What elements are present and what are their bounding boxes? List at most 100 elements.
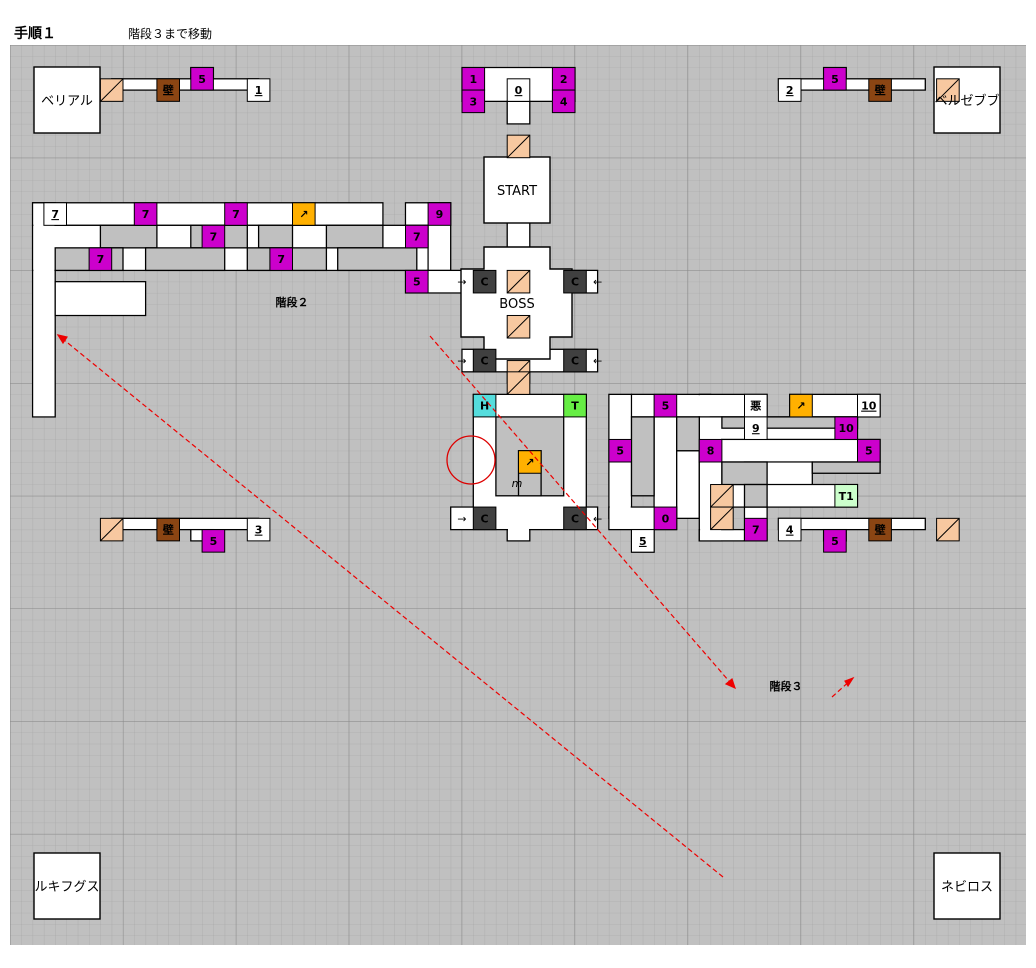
tile-stair[interactable] <box>789 393 813 418</box>
tile-treasure[interactable] <box>563 393 587 418</box>
tile-stair-label: ↗ <box>796 400 805 413</box>
tile-gate[interactable] <box>563 269 587 294</box>
tile-warp[interactable] <box>857 438 881 463</box>
door-layer <box>99 78 960 542</box>
gate-direction-arrow: ← <box>593 276 602 289</box>
tile-warp[interactable] <box>133 202 158 226</box>
room-nebiros[interactable] <box>933 852 1001 920</box>
tile-heal-label: H <box>480 400 489 413</box>
floor-fill <box>112 519 258 529</box>
tile-heal[interactable] <box>472 393 497 418</box>
floor-fill <box>677 451 699 518</box>
floor-fill <box>700 440 880 462</box>
tile-wall-label: 壁 <box>875 83 886 97</box>
tile-num[interactable] <box>506 78 531 102</box>
tile-warp[interactable] <box>190 67 214 91</box>
tile-num[interactable] <box>631 529 655 553</box>
floor-fill <box>56 282 145 315</box>
tile-warp-label: 5 <box>210 535 218 548</box>
tile-warp[interactable] <box>201 529 226 553</box>
tile-warp[interactable] <box>608 438 633 463</box>
tile-warp-label: 5 <box>831 73 839 86</box>
wall-block <box>99 224 158 249</box>
tile-wall[interactable] <box>156 78 180 102</box>
tile-stair-label: ↗ <box>299 208 308 221</box>
tile-warp[interactable] <box>834 416 859 440</box>
tile-warp[interactable] <box>224 202 248 226</box>
floor-fill <box>779 519 925 529</box>
route-arrowhead-2 <box>56 334 68 345</box>
gate-direction-arrow: → <box>457 276 466 289</box>
tile-gate[interactable] <box>472 506 497 531</box>
tile-num-label: 0 <box>515 84 523 97</box>
tile-gate[interactable] <box>472 269 497 294</box>
gate-direction-arrow: → <box>457 355 466 368</box>
route-line-9-to-stairs3 <box>429 335 736 689</box>
tile-num[interactable] <box>857 393 881 418</box>
room-lucifugus[interactable] <box>33 852 101 920</box>
tile-wall[interactable] <box>868 517 892 542</box>
room-start-label: START <box>497 184 537 199</box>
tile-num[interactable] <box>246 78 271 102</box>
route-arrowhead-3 <box>844 676 855 688</box>
arrow-layer: →←→←→← <box>457 276 602 526</box>
tile-num[interactable] <box>777 78 802 102</box>
current-position-marker <box>446 435 496 485</box>
tile-warp-label: 1 <box>469 73 477 86</box>
tile-warp-label: 7 <box>413 231 421 244</box>
tile-num[interactable] <box>43 202 68 226</box>
tile-warp[interactable] <box>201 224 226 249</box>
tile-stair[interactable] <box>292 202 316 226</box>
tile-warp[interactable] <box>551 89 576 114</box>
header: 手順１ 階段３まで移動 <box>0 0 1036 44</box>
tile-warp-label: 10 <box>839 422 855 435</box>
step-title: 手順１ <box>14 26 56 42</box>
door-diagonal <box>710 506 734 530</box>
wall-block <box>325 224 384 249</box>
tile-wall[interactable] <box>156 517 180 542</box>
tile-warp-label: 7 <box>210 231 218 244</box>
tile-warp[interactable] <box>823 67 847 91</box>
tile-gate[interactable] <box>472 348 497 373</box>
m-label: m <box>512 477 523 490</box>
tile-num[interactable] <box>744 416 768 440</box>
tile-warp[interactable] <box>427 202 452 226</box>
room-start[interactable] <box>483 156 551 224</box>
floor-fill <box>33 203 383 225</box>
tile-warp[interactable] <box>88 247 113 271</box>
tile-warp[interactable] <box>269 247 293 271</box>
wall-block <box>676 416 700 452</box>
tile-warp[interactable] <box>823 529 847 553</box>
tile-warp-label: 5 <box>831 535 839 548</box>
tile-warp[interactable] <box>461 89 486 114</box>
tile-num[interactable] <box>777 517 802 542</box>
tile-warp[interactable] <box>653 393 678 418</box>
tile-warp[interactable] <box>405 224 429 249</box>
tile-gate-label: C <box>571 512 579 525</box>
tile-gate-label: C <box>481 512 489 525</box>
tile-warp[interactable] <box>744 517 768 542</box>
tile-num[interactable] <box>246 517 271 542</box>
room-lucifugus-label: ルキフグス <box>34 880 99 895</box>
tile-warp-label: 7 <box>142 208 150 221</box>
gate-direction-arrow: ← <box>593 512 602 525</box>
tile-warp[interactable] <box>405 269 429 294</box>
tile-gate[interactable] <box>563 506 587 531</box>
tile-warp-label: 5 <box>616 445 624 458</box>
tile-wall[interactable] <box>868 78 892 102</box>
tile-gate[interactable] <box>563 348 587 373</box>
door-diagonal <box>710 484 734 508</box>
tile-warp[interactable] <box>653 506 678 531</box>
tile-wall-label: 壁 <box>163 523 174 537</box>
gate-direction-arrow: ← <box>593 355 602 368</box>
tile-gate-label: C <box>571 276 579 289</box>
tile-warp[interactable] <box>698 438 723 463</box>
tile-warp-label: 5 <box>413 276 421 289</box>
tile-gate-label: C <box>481 355 489 368</box>
wall-block <box>743 483 768 508</box>
route-arrowhead-1 <box>724 677 736 690</box>
tile-warp-label: 5 <box>662 400 670 413</box>
tile-t1[interactable] <box>834 484 859 508</box>
tile-num-label: 3 <box>255 524 263 537</box>
